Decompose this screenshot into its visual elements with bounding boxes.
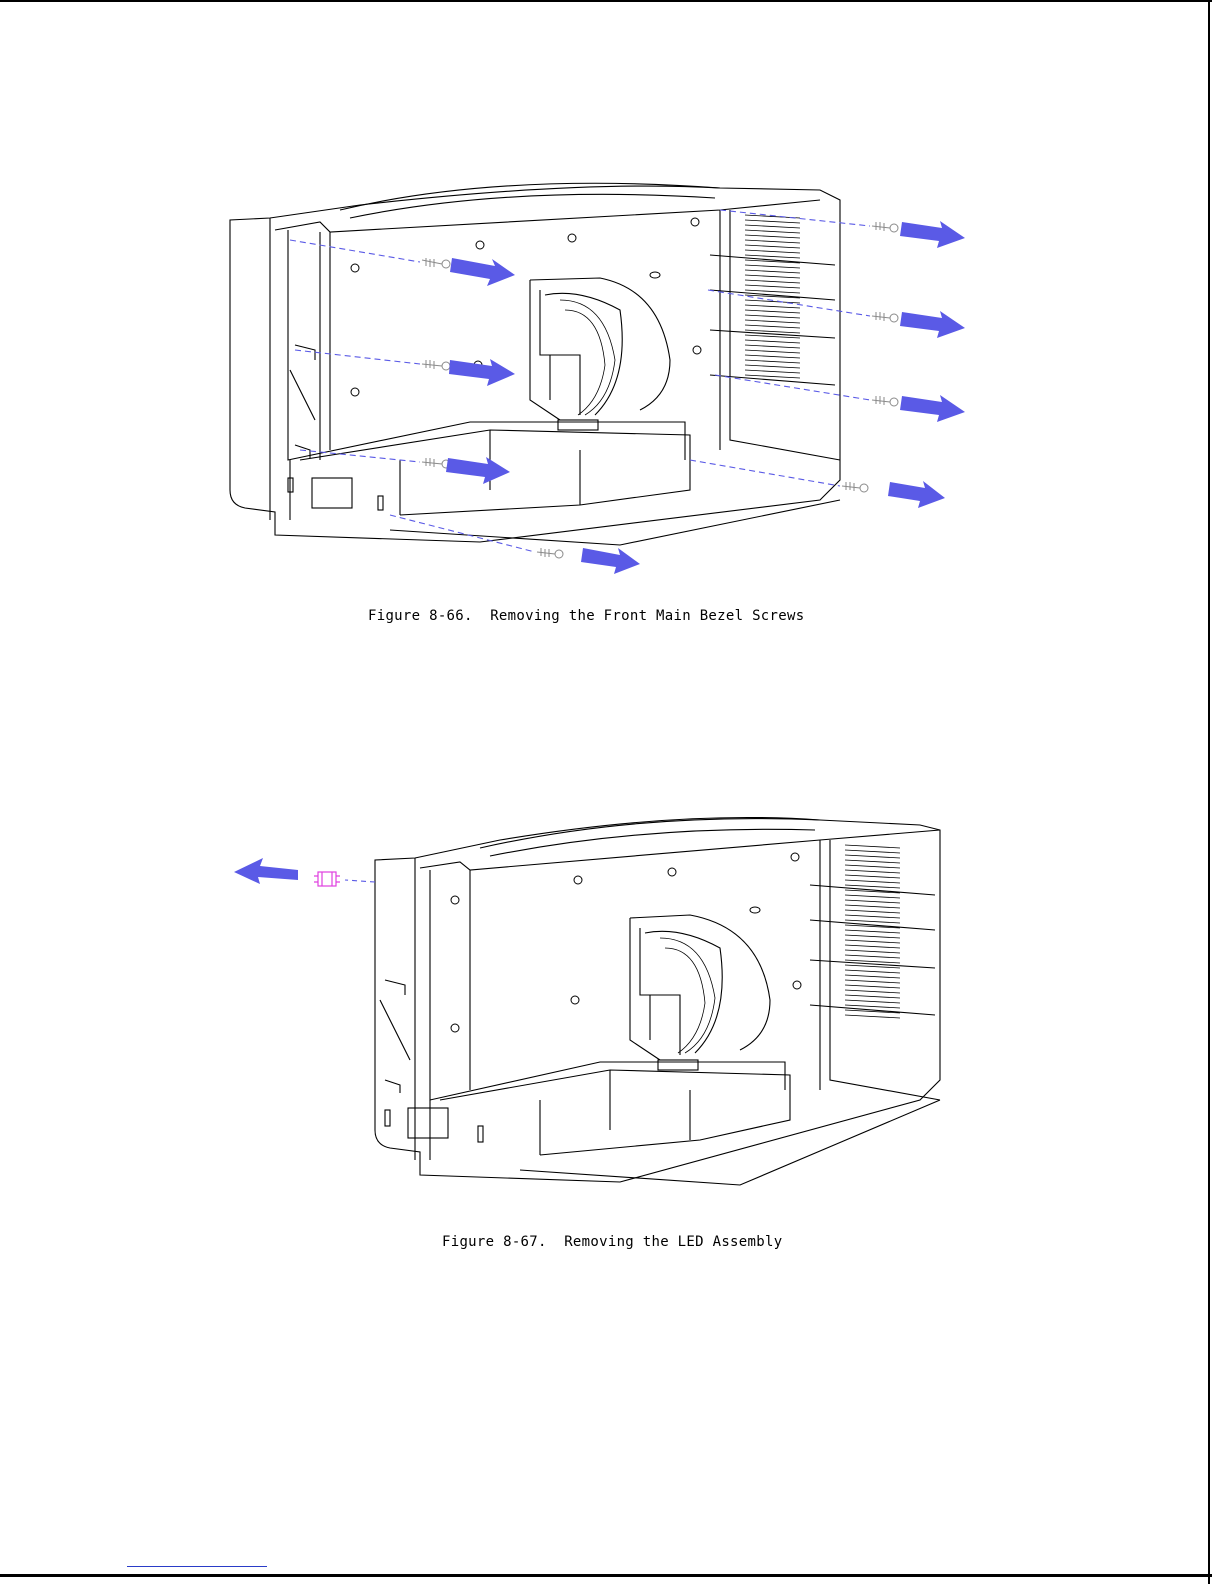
chassis-illustration-1 bbox=[200, 160, 1000, 580]
page-border-top bbox=[0, 0, 1212, 2]
chassis-illustration-2 bbox=[220, 800, 980, 1200]
led-assembly bbox=[314, 872, 340, 886]
footer-link-underline[interactable] bbox=[127, 1566, 267, 1567]
figure-front-bezel-screws bbox=[200, 160, 1000, 580]
figure-caption: Figure 8-66. Removing the Front Main Bez… bbox=[368, 608, 804, 624]
page-border-bottom bbox=[0, 1574, 1212, 1577]
page-border-right bbox=[1208, 0, 1210, 1584]
figure-led-assembly bbox=[220, 800, 980, 1200]
figure-caption: Figure 8-67. Removing the LED Assembly bbox=[442, 1234, 782, 1250]
